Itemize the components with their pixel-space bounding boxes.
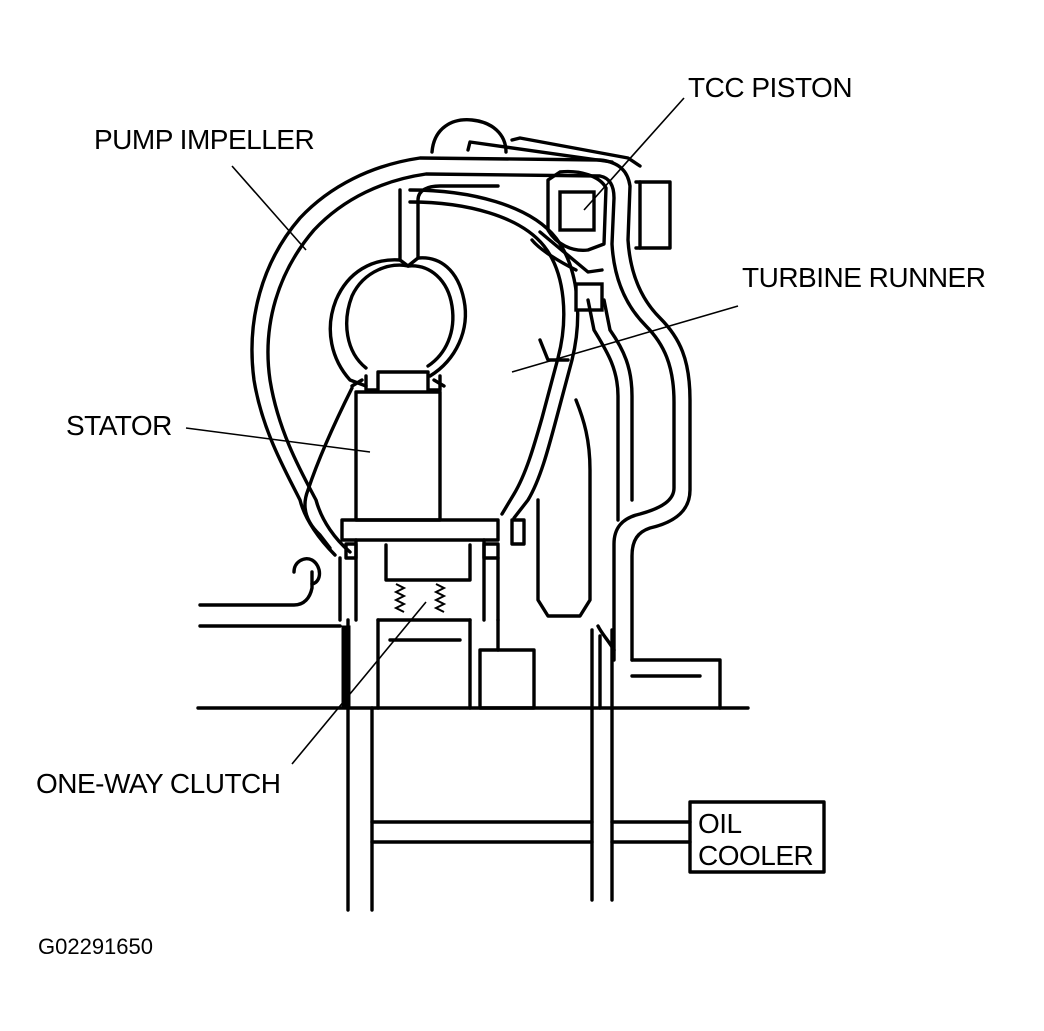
leader-stator — [185, 427, 371, 453]
oil-cooler-box — [688, 800, 826, 874]
leader-lines — [185, 97, 739, 765]
leader-one-way-clutch — [291, 601, 427, 765]
label-oil-cooler-line2: COOLER — [698, 840, 814, 871]
leader-tcc-piston — [583, 97, 685, 211]
turbine-shell — [408, 188, 592, 618]
tcc-piston-assembly — [530, 169, 672, 522]
label-stator: STATOR — [66, 410, 172, 441]
label-turbine-runner: TURBINE RUNNER — [742, 262, 986, 293]
right-flange — [596, 624, 722, 710]
leader-pump-impeller — [231, 165, 307, 251]
figure-code: G02291650 — [38, 934, 153, 959]
one-way-clutch-area — [338, 518, 536, 710]
label-pump-impeller: PUMP IMPELLER — [94, 124, 315, 155]
impeller-vane — [328, 184, 500, 388]
hub-flange — [196, 557, 750, 710]
label-tcc-piston: TCC PISTON — [688, 72, 853, 103]
label-oil-cooler-line1: OIL — [698, 808, 742, 839]
input-shaft — [341, 618, 374, 912]
impeller-inner-wall — [303, 386, 354, 550]
label-one-way-clutch: ONE-WAY CLUTCH — [36, 768, 281, 799]
stator-body — [350, 370, 446, 522]
oil-cooler-circuit — [370, 800, 826, 874]
leader-turbine-runner — [511, 305, 739, 373]
output-shaft — [590, 628, 614, 902]
